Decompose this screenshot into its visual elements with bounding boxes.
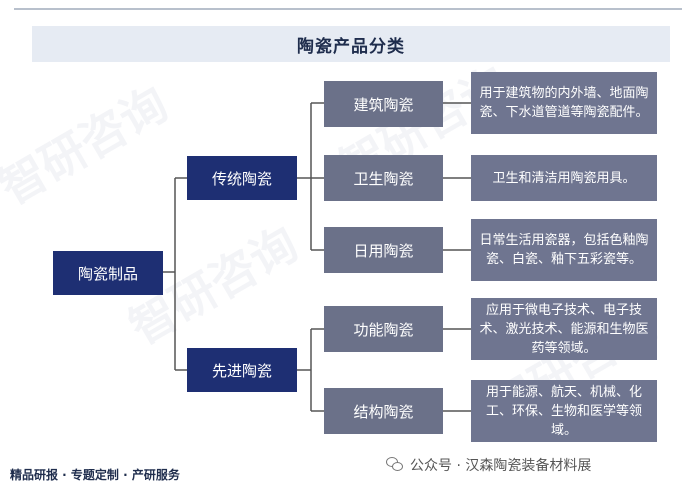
top-rule: [14, 8, 682, 10]
description-functional: 应用于微电子技术、电子技术、激光技术、能源和生物医药等领域。: [471, 298, 657, 360]
description-sanitary: 卫生和清洁用陶瓷用具。: [471, 155, 657, 201]
footer-tagline: 精品研报 · 专题定制 · 产研服务: [10, 468, 180, 482]
category-node-daily-use: 日用陶瓷: [324, 227, 443, 273]
group-node-advanced: 先进陶瓷: [187, 348, 297, 392]
description-structural: 用于能源、航天、机械、化工、环保、生物和医学等领域。: [471, 380, 657, 442]
group-node-traditional: 传统陶瓷: [187, 156, 297, 200]
diagram-title: 陶瓷产品分类: [297, 36, 405, 57]
credit-text: 公众号 · 汉森陶瓷装备材料展: [410, 458, 592, 474]
description-architectural: 用于建筑物的内外墙、地面陶瓷、下水道管道等陶瓷配件。: [471, 72, 657, 134]
title-bar: 陶瓷产品分类: [32, 26, 670, 62]
account-credit: 公众号 · 汉森陶瓷装备材料展: [386, 452, 598, 478]
wechat-icon: [386, 457, 404, 473]
root-node: 陶瓷制品: [53, 251, 163, 295]
category-node-structural: 结构陶瓷: [324, 388, 443, 434]
category-node-functional: 功能陶瓷: [324, 306, 443, 352]
description-daily-use: 日常生活用瓷器，包括色釉陶瓷、白瓷、釉下五彩瓷等。: [471, 219, 657, 281]
category-node-architectural: 建筑陶瓷: [324, 81, 443, 127]
category-node-sanitary: 卫生陶瓷: [324, 155, 443, 201]
